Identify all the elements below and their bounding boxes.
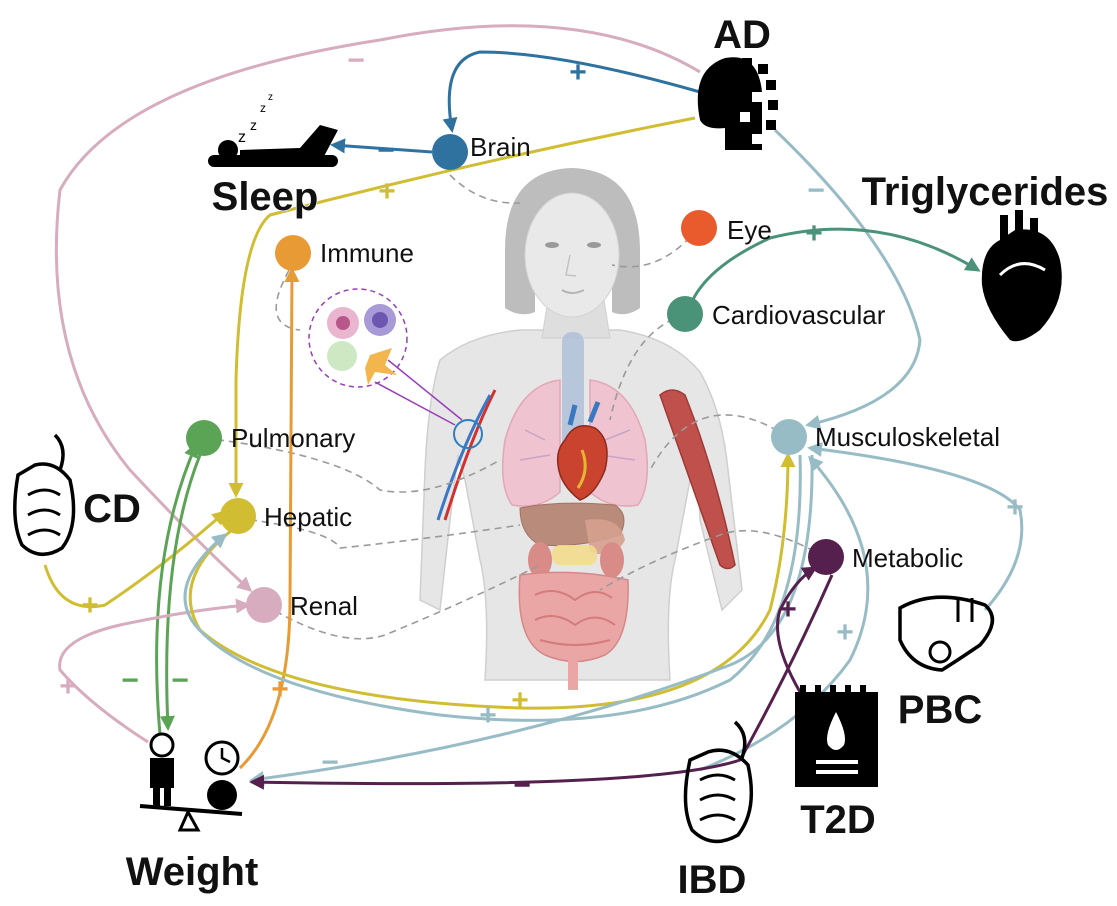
sign-metabolic-weight: − xyxy=(513,769,531,802)
node-musculoskeletal[interactable]: Musculoskeletal xyxy=(771,419,1000,455)
node-metabolic[interactable]: Metabolic xyxy=(808,539,963,575)
svg-text:Metabolic: Metabolic xyxy=(852,543,963,573)
condition-pbc[interactable]: PBC xyxy=(897,595,995,733)
edge-cardio-triglycerides xyxy=(686,227,981,313)
svg-text:Renal: Renal xyxy=(290,591,358,621)
blood-drop-notepad-icon xyxy=(795,685,878,787)
node-hepatic[interactable]: Hepatic xyxy=(220,498,352,534)
svg-text:z: z xyxy=(250,117,257,133)
svg-text:Weight: Weight xyxy=(126,850,259,894)
edge-ad-hepatic xyxy=(228,116,696,498)
node-pulmonary[interactable]: Pulmonary xyxy=(186,420,355,456)
edge-weight-renal xyxy=(58,598,251,744)
intestine-icon xyxy=(683,720,754,844)
condition-ad[interactable]: AD xyxy=(697,12,778,150)
sign-weight-immune: + xyxy=(271,673,289,706)
sign-cd-hepatic: + xyxy=(81,589,99,622)
svg-text:Pulmonary: Pulmonary xyxy=(231,423,355,453)
edge-pulmonary-weight xyxy=(159,454,202,731)
sign-musculoskeletal-weight: − xyxy=(321,746,339,779)
svg-text:Triglycerides: Triglycerides xyxy=(862,170,1109,214)
sign-ad-musculoskeletal: − xyxy=(807,174,825,207)
sign-musculoskeletal-hepatic: + xyxy=(479,699,497,732)
svg-text:Eye: Eye xyxy=(727,215,772,245)
sign-brain-sleep: − xyxy=(377,134,395,167)
edge-ad-musculoskeletal xyxy=(773,128,922,430)
edge-musculoskeletal-hepatic xyxy=(183,454,802,722)
edge-brain-sleep xyxy=(330,138,433,154)
sign-pbc-musculoskeletal: + xyxy=(1006,491,1024,524)
edge-weight-pulmonary xyxy=(155,442,198,736)
lungs xyxy=(501,379,561,507)
node-renal[interactable]: Renal xyxy=(246,587,358,623)
intestine-icon xyxy=(13,433,76,556)
seesaw-weight-icon xyxy=(139,732,243,832)
edge-weight-immune xyxy=(238,267,300,770)
node-eye[interactable]: Eye xyxy=(681,210,772,246)
sign-weight-pulmonary: − xyxy=(121,664,139,697)
heart-organ xyxy=(556,425,608,501)
svg-text:Hepatic: Hepatic xyxy=(264,502,352,532)
edge-signs: + − + − − + + − − + + + + − + + + − xyxy=(59,44,1024,802)
svg-text:z: z xyxy=(238,129,246,146)
sign-pulmonary-weight: − xyxy=(171,664,189,697)
sign-t2d-metabolic: + xyxy=(779,593,797,626)
intestines-organ xyxy=(518,571,629,663)
sign-ibd-musculoskeletal: + xyxy=(836,616,854,649)
edge-cd-hepatic xyxy=(43,510,228,609)
sleeping-person-icon: z z z z xyxy=(208,92,338,167)
edge-t2d-metabolic xyxy=(776,566,818,693)
edge-ad-renal xyxy=(54,24,701,593)
sign-cardio-triglycerides: + xyxy=(805,217,823,250)
sign-ad-hepatic: + xyxy=(378,175,396,208)
node-immune[interactable]: Immune xyxy=(275,235,414,271)
heart-icon xyxy=(981,210,1062,342)
svg-text:Musculoskeletal: Musculoskeletal xyxy=(815,422,1000,452)
svg-text:Sleep: Sleep xyxy=(212,175,319,219)
svg-text:T2D: T2D xyxy=(800,798,876,842)
condition-ibd[interactable]: IBD xyxy=(677,720,754,903)
svg-text:PBC: PBC xyxy=(898,688,982,732)
edge-ad-brain xyxy=(442,50,701,133)
human-body-illustration xyxy=(419,168,743,690)
relationship-edges xyxy=(43,24,1024,790)
svg-text:CD: CD xyxy=(83,487,141,531)
svg-text:Immune: Immune xyxy=(320,238,414,268)
condition-t2d[interactable]: T2D xyxy=(795,685,878,843)
face xyxy=(524,192,620,318)
svg-text:Brain: Brain xyxy=(470,132,531,162)
edge-pbc-musculoskeletal xyxy=(807,442,1024,612)
sign-hepatic-musculoskeletal: + xyxy=(511,684,529,717)
system-nodes: Brain Eye Immune Cardiovascular Pulmonar… xyxy=(186,132,1000,623)
edge-metabolic-weight xyxy=(249,574,834,790)
svg-text:AD: AD xyxy=(713,13,771,57)
svg-text:z: z xyxy=(268,92,273,103)
arm-muscle xyxy=(659,389,736,570)
svg-text:IBD: IBD xyxy=(678,858,747,902)
condition-sleep[interactable]: z z z z Sleep xyxy=(208,92,338,220)
condition-weight[interactable]: Weight xyxy=(125,732,259,895)
edge-hepatic-musculoskeletal xyxy=(188,452,796,710)
liver-icon xyxy=(898,595,995,672)
sign-weight-renal: + xyxy=(59,670,77,703)
svg-text:z: z xyxy=(260,101,266,115)
svg-text:Cardiovascular: Cardiovascular xyxy=(712,300,886,330)
condition-cd[interactable]: CD xyxy=(13,433,142,556)
condition-triglycerides[interactable]: Triglycerides xyxy=(861,169,1109,342)
node-brain[interactable]: Brain xyxy=(432,132,531,170)
sign-ad-brain: + xyxy=(569,56,587,89)
edge-ibd-musculoskeletal xyxy=(699,455,870,772)
node-cardiovascular[interactable]: Cardiovascular xyxy=(667,296,886,332)
sign-ad-renal: − xyxy=(347,44,365,77)
head-pixel-icon xyxy=(697,57,778,150)
immune-cells-inset xyxy=(308,288,463,426)
